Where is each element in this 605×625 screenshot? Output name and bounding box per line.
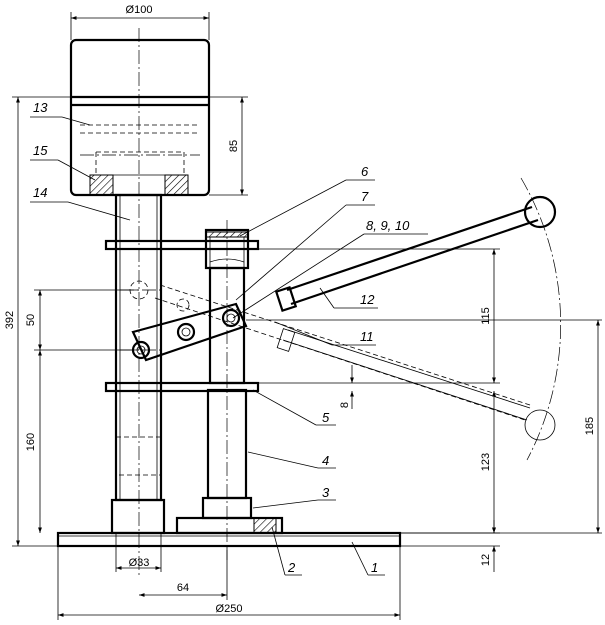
part-label-8-9-10: 8, 9, 10: [366, 218, 410, 233]
part-label-11: 11: [360, 329, 374, 344]
dimension-labels: Ø100 85 392 50 160 Ø33 64 Ø250 115 123 8…: [4, 4, 596, 615]
left-column: [110, 193, 166, 535]
dim-115: 115: [480, 307, 492, 325]
dim-rod-diameter: Ø33: [129, 557, 150, 569]
leader-lines: [30, 116, 428, 576]
lever-mechanism: [129, 177, 562, 461]
part-label-1: 1: [371, 560, 378, 575]
dim-8: 8: [339, 402, 351, 408]
part-label-4: 4: [322, 453, 329, 468]
dim-head-diameter: Ø100: [126, 4, 153, 16]
dim-64: 64: [177, 582, 189, 594]
base-plate: [56, 531, 402, 548]
part-label-2: 2: [287, 560, 296, 575]
center-lines: [80, 28, 228, 575]
part-label-3: 3: [322, 485, 330, 500]
part-label-5: 5: [322, 410, 330, 425]
crossbars: [104, 239, 260, 393]
part-label-15: 15: [33, 143, 48, 158]
part-label-14: 14: [33, 185, 47, 200]
part-label-7: 7: [361, 189, 369, 204]
dim-12: 12: [480, 554, 492, 566]
weight-head: [69, 38, 211, 197]
right-column: [175, 228, 284, 535]
dimension-lines: [12, 12, 602, 620]
part-labels: 13 15 14 6 7 8, 9, 10 12 11 5 4 3 2 1: [33, 100, 410, 575]
part-label-6: 6: [361, 164, 369, 179]
dim-392: 392: [4, 311, 16, 329]
dim-85: 85: [228, 140, 240, 152]
part-label-12: 12: [360, 292, 375, 307]
dim-160: 160: [25, 433, 37, 451]
dim-123: 123: [480, 453, 492, 471]
part-label-13: 13: [33, 100, 48, 115]
dim-50: 50: [25, 314, 37, 326]
dim-185: 185: [584, 417, 596, 435]
dim-base-diameter: Ø250: [216, 603, 243, 615]
